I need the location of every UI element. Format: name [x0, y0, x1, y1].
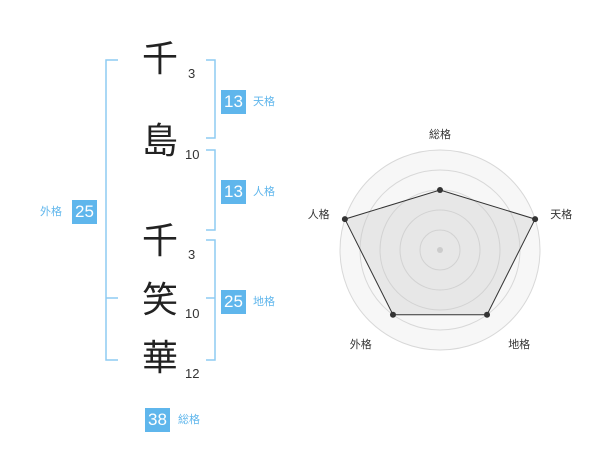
soukaku-badge: 38: [145, 408, 170, 432]
tenkaku-badge: 13: [221, 90, 246, 114]
name-char-3: 千: [141, 221, 178, 262]
stroke-count-1: 3: [188, 66, 196, 81]
jinkaku-label: 人格: [253, 185, 275, 198]
radar-axis-label-4: 外格: [350, 337, 372, 351]
soukaku-label: 総格: [178, 413, 200, 426]
gaikaku-label: 外格: [40, 205, 62, 218]
gaikaku-badge: 25: [72, 200, 97, 224]
name-char-1: 千: [141, 39, 178, 80]
radar-center: [437, 247, 443, 253]
radar-ring: [419, 229, 461, 271]
name-char-4: 笑: [141, 280, 178, 321]
stroke-count-2: 10: [185, 147, 200, 162]
radar-axis-label-5: 人格: [308, 207, 330, 221]
name-char-5: 華: [141, 338, 178, 379]
stroke-count-3: 3: [188, 247, 196, 262]
stroke-count-5: 12: [185, 366, 200, 381]
radar-axis-label-2: 天格: [550, 207, 572, 221]
radar-point-3: [484, 311, 491, 318]
radar-point-1: [437, 187, 443, 193]
radar-axis-label-3: 地格: [508, 337, 530, 351]
name-char-2: 島: [141, 121, 178, 162]
tenkaku-label: 天格: [253, 95, 275, 108]
chikaku-label: 地格: [253, 295, 275, 308]
stroke-count-4: 10: [185, 306, 200, 321]
radar-point-4: [389, 311, 396, 318]
radar-point-5: [341, 216, 348, 223]
radar-axis-label-1: 総格: [429, 127, 451, 141]
radar-ring: [399, 209, 481, 291]
chikaku-badge: 25: [221, 290, 246, 314]
radar-point-2: [532, 216, 539, 223]
jinkaku-badge: 13: [221, 180, 246, 204]
